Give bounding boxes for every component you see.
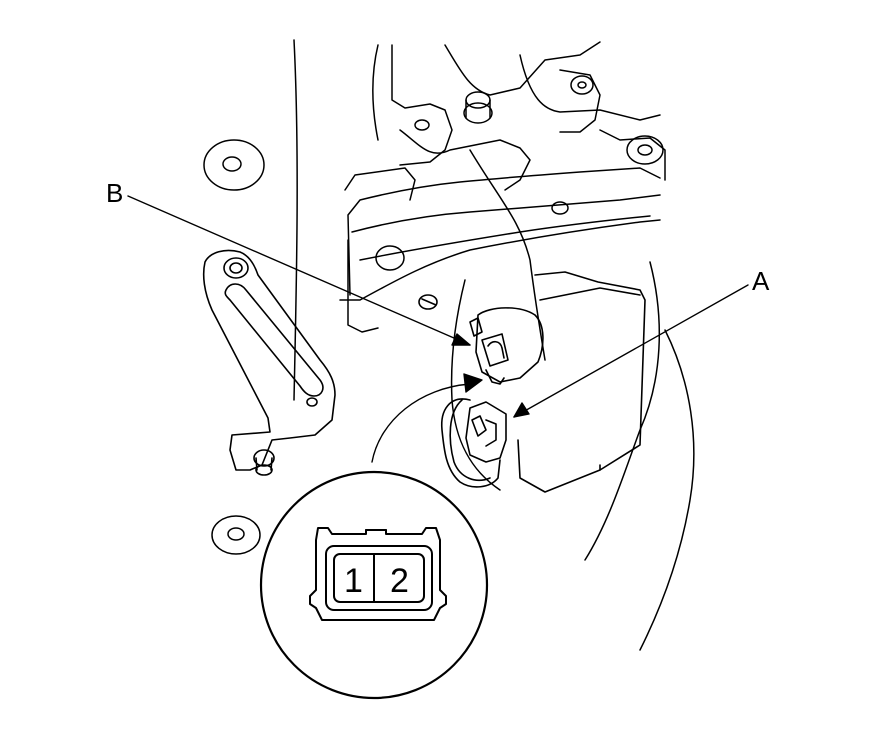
pin-1-label: 1 — [344, 562, 363, 600]
upper-panel-lower — [399, 129, 531, 191]
hole-upper-left — [203, 139, 265, 191]
right-curve — [584, 261, 661, 561]
bracket-bolt — [253, 449, 275, 476]
leader-b — [127, 195, 471, 346]
bolts — [203, 75, 664, 555]
right-curve-outer — [639, 329, 695, 651]
hole-crossmember — [375, 119, 569, 271]
right-panel — [559, 69, 666, 181]
leaders — [127, 195, 749, 463]
left-contour — [450, 279, 501, 491]
body-edge-mid — [372, 44, 379, 141]
callout-b: B — [106, 178, 123, 208]
bolt-far-right — [626, 135, 664, 165]
connector-face — [309, 527, 447, 621]
upper-panel — [391, 41, 661, 166]
hole-lower-left — [211, 515, 261, 555]
harness — [441, 398, 501, 488]
bolt-right — [570, 75, 594, 95]
body-edge-left — [293, 39, 298, 401]
connector-a — [441, 398, 507, 488]
callout-a: A — [752, 266, 770, 296]
control-module — [517, 271, 646, 493]
crossmember-flange — [344, 167, 416, 333]
crossmember — [339, 167, 661, 301]
inset-pointer — [371, 383, 471, 463]
pin-2-label: 2 — [390, 562, 409, 600]
bolt-upper — [463, 91, 493, 124]
leader-a — [513, 284, 749, 418]
connector-inset: 1 2 — [259, 470, 489, 700]
mounting-bracket — [202, 249, 336, 476]
sensor-b — [418, 294, 544, 385]
arrow-inset — [463, 373, 483, 393]
arrow-a — [513, 402, 530, 418]
arrow-b — [451, 333, 471, 346]
rib — [469, 149, 546, 361]
